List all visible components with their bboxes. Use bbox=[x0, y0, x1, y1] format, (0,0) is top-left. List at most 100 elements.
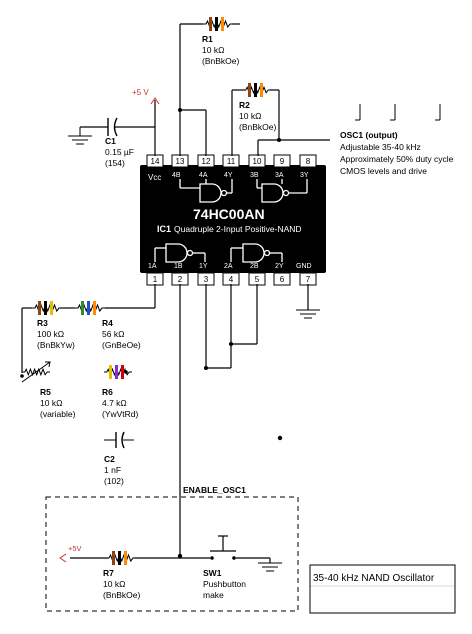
ic-pin-10: 10 bbox=[253, 157, 262, 166]
enable-label: ENABLE_OSC1 bbox=[183, 485, 246, 495]
ic-pin-9: 9 bbox=[280, 157, 285, 166]
r3-value: 100 kΩ bbox=[37, 329, 64, 339]
r1-band-1 bbox=[209, 17, 212, 31]
nand-gate-1 bbox=[154, 243, 206, 263]
supply-5v: +5 V bbox=[132, 88, 160, 105]
capacitor-c1 bbox=[107, 117, 118, 137]
ic-pin-5: 5 bbox=[255, 275, 260, 284]
osc1-line-1: Adjustable 35-40 kHz bbox=[340, 142, 421, 152]
pushbutton-sw1[interactable] bbox=[210, 535, 236, 560]
ic-designator: IC1 bbox=[157, 224, 171, 234]
r6-band-2 bbox=[115, 365, 118, 379]
ic-pin-label-2a: 2A bbox=[224, 263, 233, 270]
r7-band-1 bbox=[112, 551, 115, 565]
junctions bbox=[20, 108, 283, 559]
ic-pin-label-4b: 4B bbox=[172, 172, 181, 179]
nand-gate-4 bbox=[179, 179, 233, 203]
ground-symbol-ic bbox=[296, 309, 320, 319]
wires bbox=[21, 23, 330, 563]
ic-pin-4: 4 bbox=[229, 275, 234, 284]
ground-symbol-sw1 bbox=[258, 562, 282, 572]
ic-pin-label-3y: 3Y bbox=[300, 172, 309, 179]
r2-band-2 bbox=[254, 83, 257, 97]
r1-value: 10 kΩ bbox=[202, 45, 224, 55]
r7-code: (BnBkOe) bbox=[103, 590, 140, 600]
c2-ref: C2 bbox=[104, 454, 115, 464]
r7-supply bbox=[59, 553, 67, 563]
ic-pin-label-4a: 4A bbox=[199, 172, 208, 179]
resistor-r2 bbox=[243, 83, 271, 97]
ic-pin-9-box bbox=[273, 154, 291, 168]
ic-pin-8-box bbox=[299, 154, 317, 168]
ic-pin-11: 11 bbox=[227, 157, 236, 166]
title-block bbox=[309, 564, 456, 614]
resistor-r7 bbox=[106, 551, 136, 565]
r3-band-2 bbox=[44, 301, 47, 315]
r6-value: 4.7 kΩ bbox=[102, 398, 127, 408]
ic-pin-label-3b: 3B bbox=[250, 172, 259, 179]
r7-supply-label: +5V bbox=[68, 544, 82, 553]
resistor-r3 bbox=[32, 301, 62, 315]
resistor-r1 bbox=[203, 17, 233, 31]
ic-body bbox=[140, 165, 326, 273]
ic-pin-label-1y: 1Y bbox=[199, 263, 208, 270]
osc1-title: OSC1 (output) bbox=[340, 130, 398, 140]
r3-band-3 bbox=[50, 301, 53, 315]
r2-value: 10 kΩ bbox=[239, 111, 261, 121]
capacitor-c2 bbox=[104, 431, 134, 449]
r1-band-2 bbox=[215, 17, 218, 31]
r2-ref: R2 bbox=[239, 100, 250, 110]
nand-gate-2 bbox=[230, 243, 283, 263]
ic-pin-11-box bbox=[222, 154, 240, 168]
ic-pin-label-2b: 2B bbox=[250, 263, 259, 270]
r6-band-1 bbox=[109, 365, 112, 379]
r3-band-1 bbox=[38, 301, 41, 315]
ic-pin-label-1a: 1A bbox=[148, 263, 157, 270]
r4-ref: R4 bbox=[102, 318, 113, 328]
r6-band-3 bbox=[121, 365, 124, 379]
r1-code: (BnBkOe) bbox=[202, 56, 239, 66]
r4-band-3 bbox=[93, 301, 96, 315]
c2-code: (102) bbox=[104, 476, 124, 486]
nand-gate-3 bbox=[256, 179, 308, 203]
c1-code: (154) bbox=[105, 158, 125, 168]
resistor-r5-variable bbox=[21, 361, 51, 383]
ic-pin-6-box bbox=[273, 272, 291, 286]
r2-code: (BnBkOe) bbox=[239, 122, 276, 132]
ic-pin-6: 6 bbox=[280, 275, 285, 284]
r5-code: (variable) bbox=[40, 409, 76, 419]
ic-part-number: 74HC00AN bbox=[193, 206, 265, 222]
output-marks bbox=[355, 104, 441, 121]
r7-band-2 bbox=[118, 551, 121, 565]
r4-code: (GnBeOe) bbox=[102, 340, 141, 350]
stray-dot bbox=[277, 435, 283, 441]
r2-band-1 bbox=[248, 83, 251, 97]
r7-value: 10 kΩ bbox=[103, 579, 125, 589]
osc1-line-3: CMOS levels and drive bbox=[340, 166, 427, 176]
c1-value: 0.15 µF bbox=[105, 147, 134, 157]
r4-band-2 bbox=[87, 301, 90, 315]
resistor-r6 bbox=[104, 365, 132, 379]
ic-pin-2: 2 bbox=[178, 275, 183, 284]
ic-pin-7: 7 bbox=[306, 275, 311, 284]
sw1-ref: SW1 bbox=[203, 568, 222, 578]
r3-ref: R3 bbox=[37, 318, 48, 328]
ic-description: Quadruple 2-Input Positive-NAND bbox=[174, 224, 302, 234]
ic-pin-3: 3 bbox=[204, 275, 209, 284]
ic-pin-8: 8 bbox=[306, 157, 311, 166]
c1-ref: C1 bbox=[105, 136, 116, 146]
resistor-r4 bbox=[75, 301, 105, 315]
r5-ref: R5 bbox=[40, 387, 51, 397]
ic-pin-13: 13 bbox=[176, 157, 185, 166]
c2-value: 1 nF bbox=[104, 465, 121, 475]
ground-symbol-c1 bbox=[68, 127, 92, 145]
ic-pin-label-2y: 2Y bbox=[275, 263, 284, 270]
ic-pin-14: 14 bbox=[151, 157, 160, 166]
r7-band-3 bbox=[124, 551, 127, 565]
r1-band-3 bbox=[221, 17, 224, 31]
ic-pin-label-1b: 1B bbox=[174, 263, 183, 270]
